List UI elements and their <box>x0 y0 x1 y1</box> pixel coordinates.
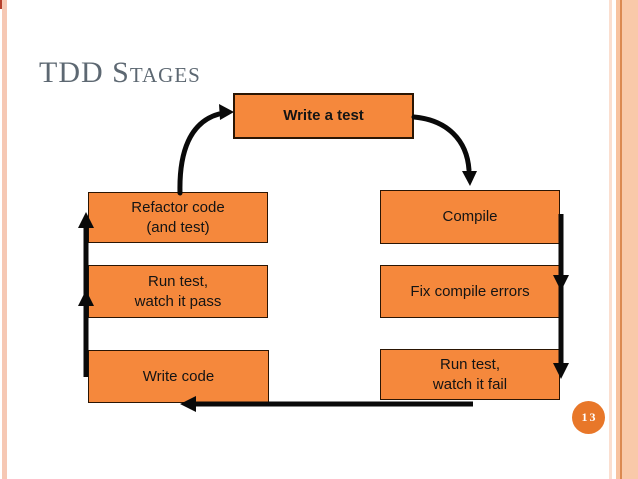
slide-title: TDD Stages <box>39 56 201 89</box>
node-write-a-test: Write a test <box>233 93 414 139</box>
arrow-curve <box>177 111 222 196</box>
left-border-stripe <box>2 0 7 479</box>
right-border-stripe-3 <box>620 0 622 479</box>
arrow-curve <box>411 114 472 173</box>
node-compile: Compile <box>380 190 560 244</box>
node-label-line2: (and test) <box>146 218 210 236</box>
node-label: Compile <box>442 208 498 226</box>
node-label-line2: watch it fail <box>432 375 508 393</box>
page-number: 13 <box>581 410 598 424</box>
node-run-test-watch-it-pass: Run test, watch it pass <box>88 265 268 318</box>
right-border-stripe-4 <box>622 0 638 479</box>
right-border-stripe-2 <box>616 0 620 479</box>
node-label-line1: Run test, <box>439 355 501 373</box>
node-write-code: Write code <box>88 350 269 403</box>
node-label: Write a test <box>283 107 364 125</box>
arrowhead-down-icon <box>462 171 477 186</box>
node-run-test-watch-it-fail: Run test, watch it fail <box>380 349 560 400</box>
arrow-write-test-to-compile <box>411 114 477 186</box>
node-refactor-code: Refactor code (and test) <box>88 192 268 243</box>
node-label-line2: watch it pass <box>134 292 222 310</box>
node-label-line1: Refactor code <box>131 198 225 216</box>
node-fix-compile-errors: Fix compile errors <box>380 265 560 318</box>
arrowhead-right-icon <box>219 104 234 120</box>
node-label: Write code <box>142 367 215 385</box>
right-border-stripe-1 <box>609 0 612 479</box>
node-label: Fix compile errors <box>410 282 530 300</box>
top-left-red-tick <box>0 0 2 9</box>
arrow-refactor-to-write-test <box>177 104 234 196</box>
node-label-line1: Run test, <box>147 272 209 290</box>
page-number-badge: 13 <box>572 401 605 434</box>
